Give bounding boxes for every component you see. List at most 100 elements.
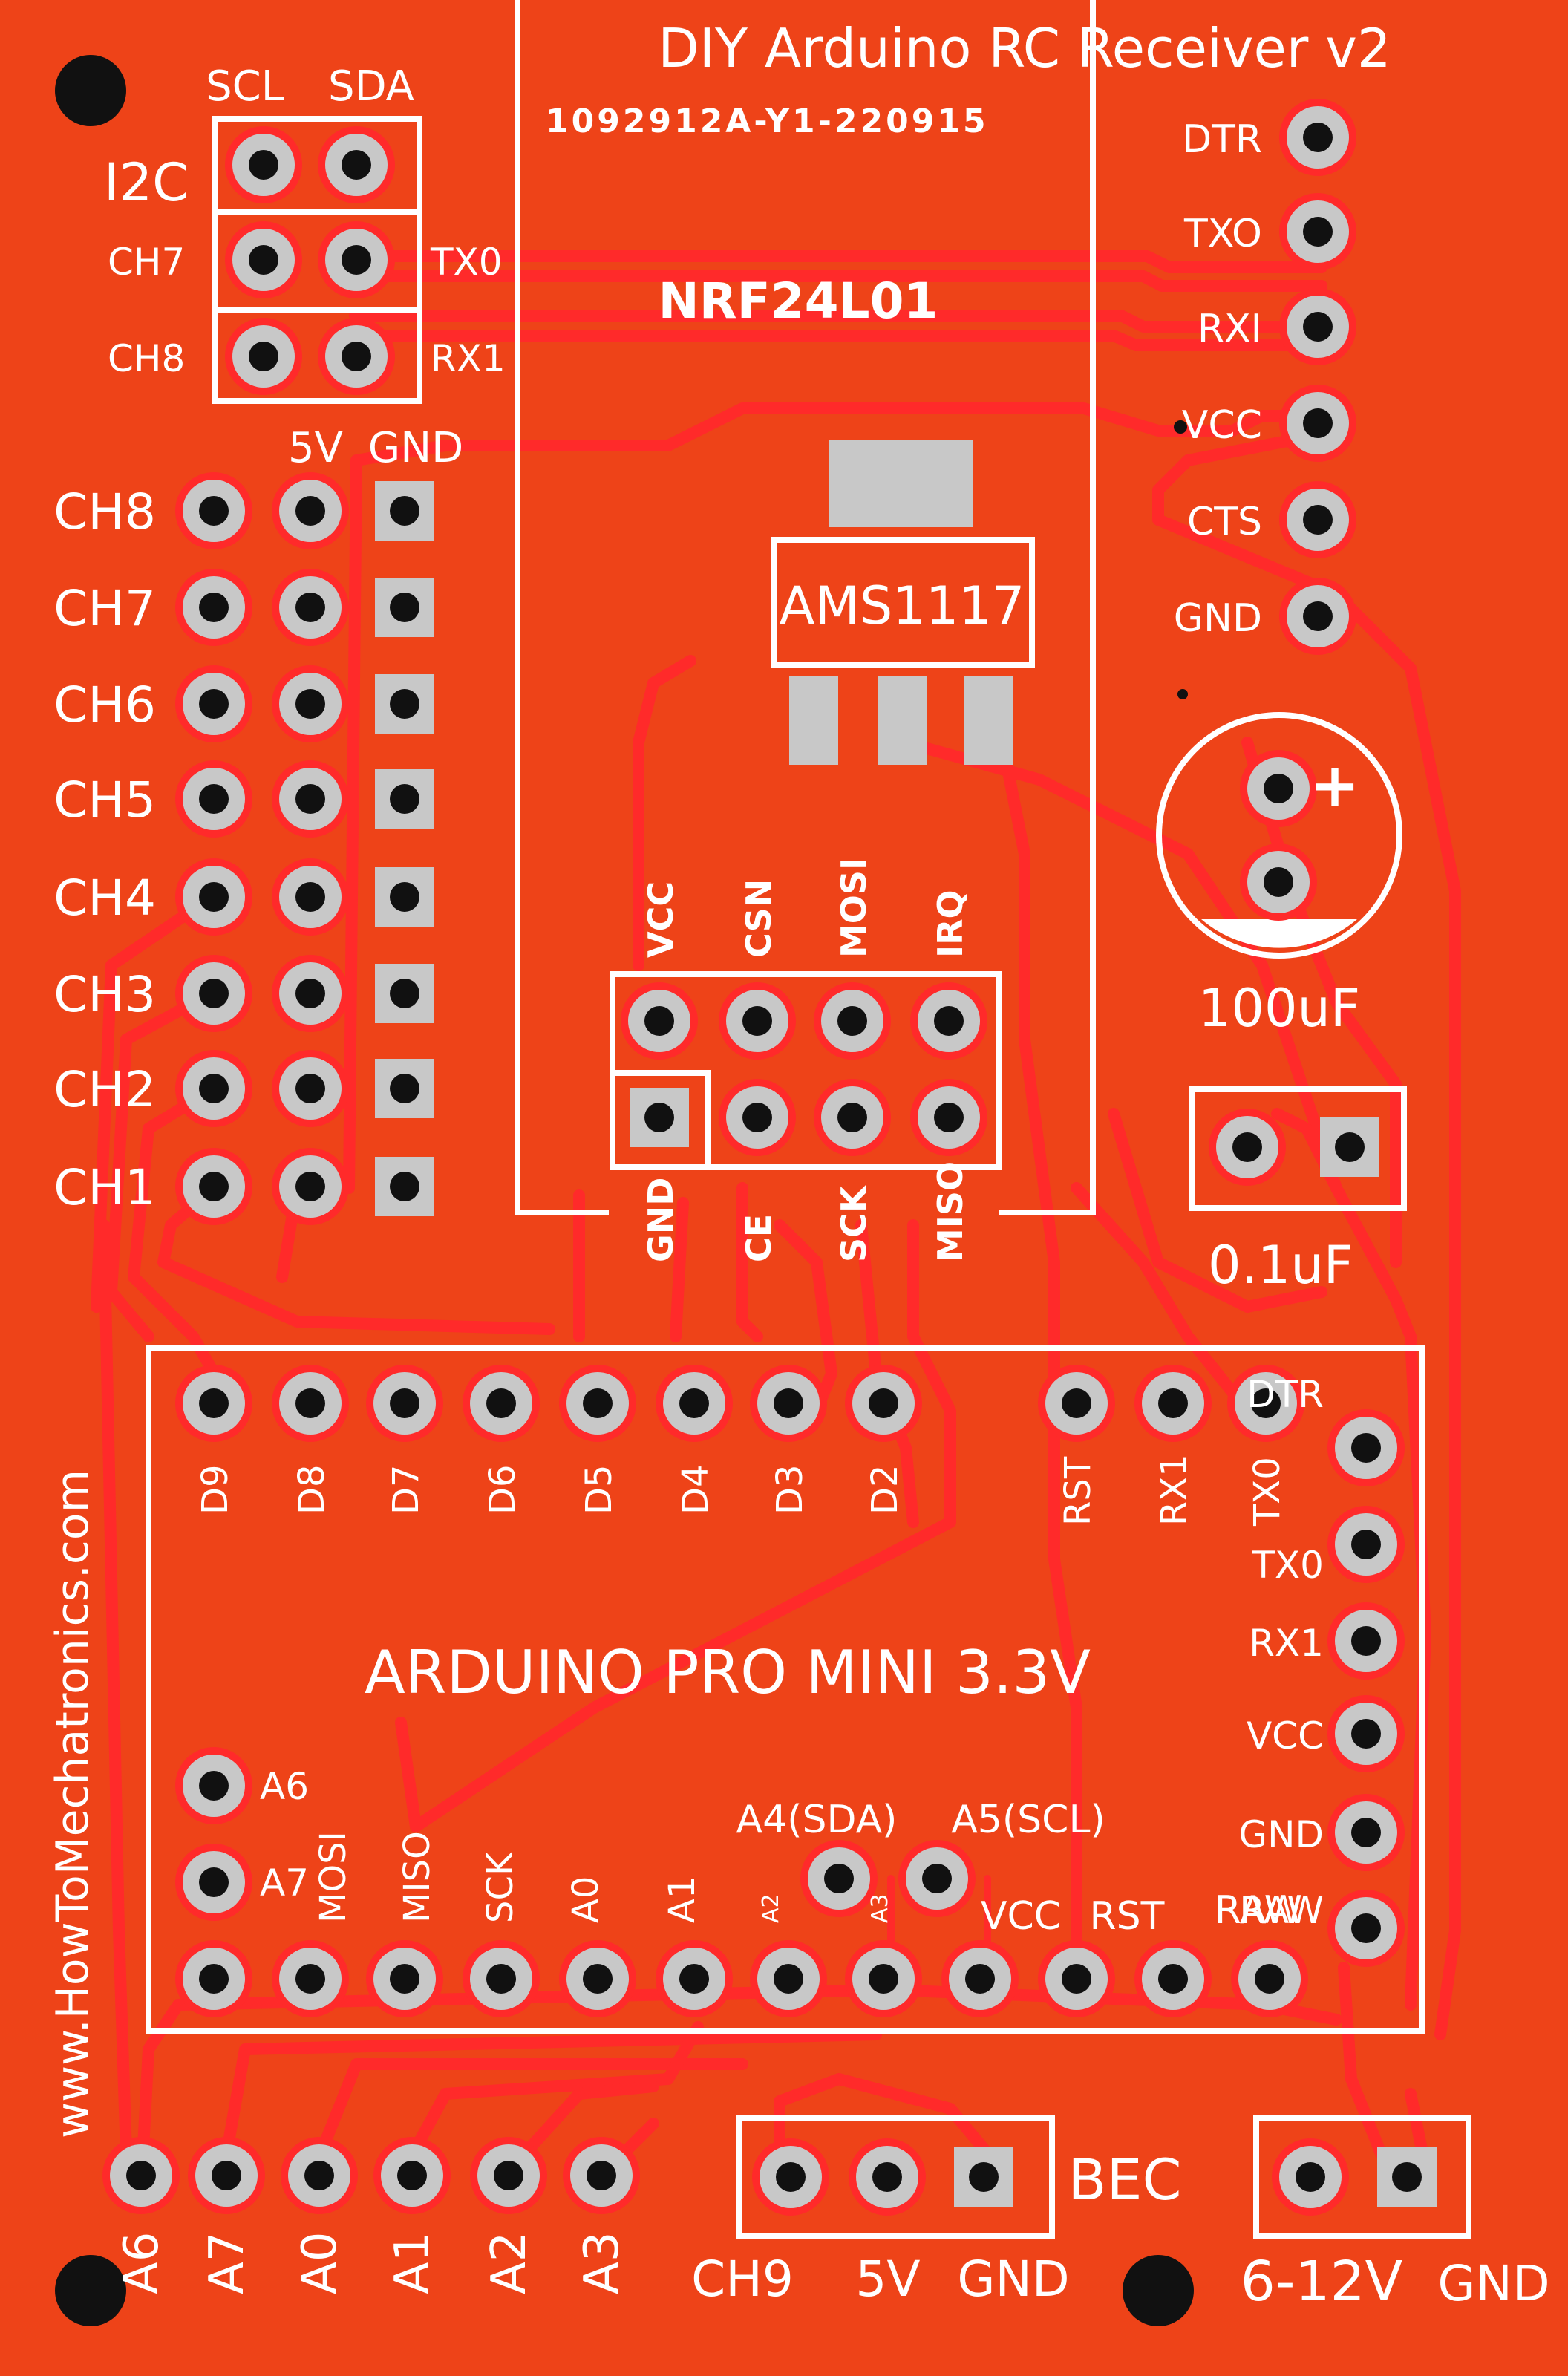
bec-5v-label: 5V [855, 2251, 920, 2308]
i2c-gnd-label: GND [368, 424, 463, 472]
arduino-top-right-pad [1227, 1365, 1304, 1442]
ams1117-pads [789, 440, 1013, 765]
channel-label: CH1 [53, 1159, 156, 1216]
arduino-top-right-pad [1038, 1365, 1115, 1442]
ftdi-pad [1279, 481, 1356, 558]
capacitor-negative-band [1201, 919, 1357, 948]
arduino-bottom-pin-label: RST [1090, 1894, 1165, 1939]
channel-signal-pad [175, 955, 252, 1032]
i2c-label: I2C [104, 152, 189, 213]
i2c-header-pad [318, 318, 395, 395]
arduino-left-pad [175, 1747, 252, 1824]
arduino-right-pad [1327, 1695, 1405, 1772]
nrf-pad [910, 1079, 987, 1156]
channel-gnd-pad [375, 481, 434, 541]
i2c-header-pad [225, 221, 302, 298]
nrf-pad [814, 982, 891, 1060]
arduino-bottom-pad [941, 1940, 1019, 2017]
i2c-header-pad [318, 221, 395, 298]
bec-gnd-label: GND [957, 2251, 1069, 2308]
arduino-right-pin-label: GND [1238, 1813, 1324, 1856]
i2c-header-pad [225, 126, 302, 203]
ftdi-pin-label: RXI [1198, 307, 1262, 351]
capacitor-100uf-pad [1240, 750, 1317, 827]
arduino-right-pin-label: DTR [1247, 1373, 1324, 1416]
ftdi-pad [1279, 578, 1356, 655]
channel-gnd-pad [375, 867, 434, 927]
power-pad [1272, 2138, 1349, 2216]
channel-label: CH8 [53, 483, 156, 541]
arduino-top-right-pin-label: TX0 [1247, 1457, 1288, 1527]
arduino-right-pad [1327, 1890, 1405, 1967]
arduino-top-pin-label: D2 [864, 1465, 906, 1515]
silkscreen-outlines [146, 0, 1471, 2239]
arduino-right-pin-label: RX1 [1249, 1622, 1324, 1665]
channel-signal-pad [175, 569, 252, 646]
pin-labels-layer: DTRTXORXIVCCCTSGNDCH8CH7CH6CH5CH4CH3CH2C… [53, 117, 1324, 2294]
nrf-top-pin-label: VCC [641, 881, 681, 958]
arduino-bottom-pin-label: MOSI [313, 1831, 354, 1923]
channel-5v-pad [272, 760, 349, 838]
arduino-right-pin-label: RAW [1239, 1889, 1324, 1932]
power-gnd-label: GND [1437, 2255, 1549, 2312]
channel-5v-pad [272, 955, 349, 1032]
bottom-header-pad [470, 2137, 547, 2214]
channel-signal-pad [175, 760, 252, 838]
bottom-header-pin-label: A3 [575, 2232, 630, 2295]
website-label: www.HowToMechatronics.com [47, 1469, 99, 2138]
ams1117-label: AMS1117 [780, 575, 1025, 636]
arduino-bottom-pad [272, 1940, 349, 2017]
arduino-right-pin-label: TX0 [1251, 1544, 1324, 1587]
channel-gnd-pad [375, 578, 434, 637]
channel-5v-pad [272, 858, 349, 936]
arduino-right-pad [1327, 1602, 1405, 1680]
arduino-bottom-pin-label: A3 [867, 1893, 893, 1923]
arduino-bottom-pin-label: VCC [981, 1894, 1061, 1939]
channel-label: CH2 [53, 1061, 156, 1118]
arduino-bottom-pin-label: A1 [662, 1876, 703, 1923]
nrf-pad [719, 982, 796, 1060]
channel-5v-pad [272, 569, 349, 646]
channel-label: CH3 [53, 966, 156, 1023]
bottom-header-pad [102, 2137, 180, 2214]
channel-signal-pad [175, 472, 252, 549]
arduino-bottom-pad [366, 1940, 443, 2017]
arduino-top-pin-label: D4 [675, 1465, 716, 1515]
channel-label: CH7 [53, 580, 156, 637]
arduino-bottom-pad [175, 1940, 252, 2017]
arduino-bottom-pad [559, 1940, 636, 2017]
channel-label: CH6 [53, 676, 156, 734]
channel-gnd-pad [375, 1059, 434, 1118]
arduino-bottom-pin-label: MISO [396, 1831, 438, 1923]
power-pad [1377, 2147, 1437, 2207]
nrf-bottom-pin-label: MISO [930, 1162, 970, 1262]
mounting-holes [55, 55, 1194, 2326]
nrf-top-pin-label: MOSI [834, 858, 874, 958]
ftdi-pin-label: DTR [1182, 117, 1262, 162]
arduino-right-pad [1327, 1794, 1405, 1871]
bottom-header-pin-label: A0 [293, 2232, 347, 2295]
nrf-top-pin-label: IRQ [930, 890, 970, 958]
bec-ch9-label: CH9 [691, 2251, 794, 2308]
arduino-top-pad [845, 1365, 922, 1442]
ftdi-pad [1279, 385, 1356, 462]
arduino-right-pin-label: VCC [1247, 1714, 1324, 1757]
copper-traces [91, 250, 1461, 2196]
arduino-top-pin-label: D9 [195, 1465, 236, 1515]
arduino-top-right-pin-label: RX1 [1154, 1454, 1195, 1526]
arduino-top-pad [366, 1365, 443, 1442]
via [1174, 420, 1187, 434]
channel-gnd-pad [375, 674, 434, 734]
channel-5v-pad [272, 1148, 349, 1225]
bottom-header-pad [563, 2137, 640, 2214]
bec-label: BEC [1068, 2147, 1181, 2213]
arduino-a5-label: A5(SCL) [951, 1798, 1105, 1842]
nrf-pad [910, 982, 987, 1060]
arduino-bottom-pin-label: A0 [565, 1876, 607, 1923]
arduino-raw-label: RAW [1215, 1888, 1302, 1933]
bottom-header-pin-label: A1 [385, 2232, 440, 2295]
channel-signal-pad [175, 858, 252, 936]
arduino-top-pin-label: D3 [769, 1465, 811, 1515]
arduino-top-right-pad [1134, 1365, 1212, 1442]
channel-signal-pad [175, 665, 252, 742]
